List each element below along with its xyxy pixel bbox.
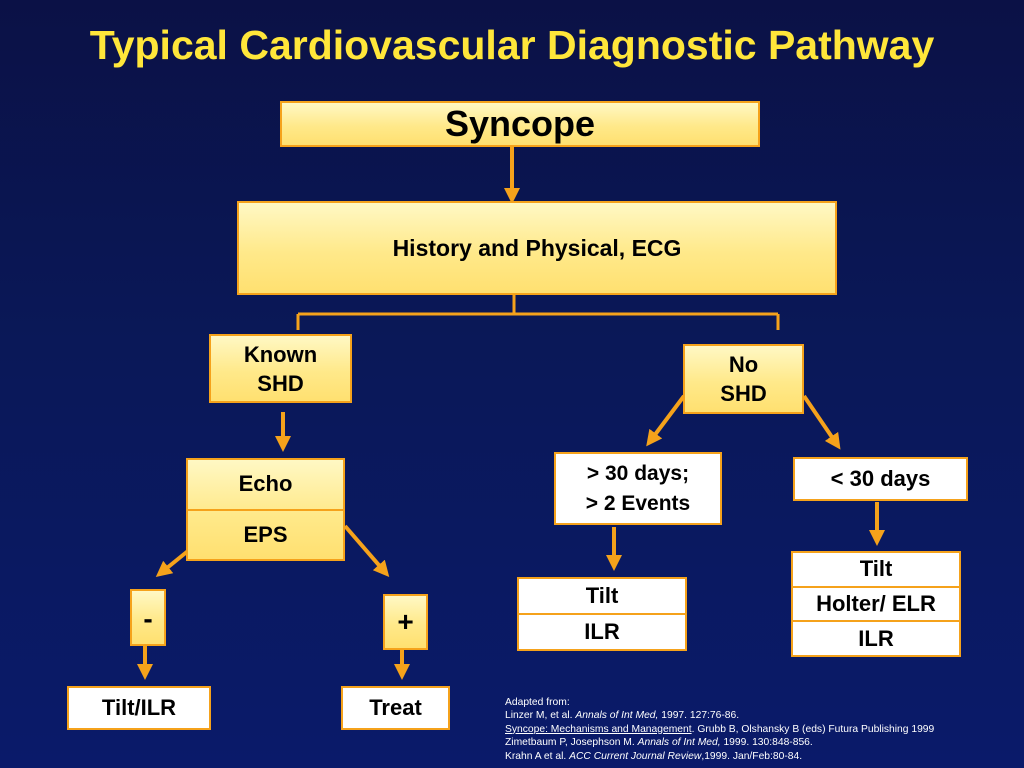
history-label: History and Physical, ECG: [392, 234, 682, 261]
page-title: Typical Cardiovascular Diagnostic Pathwa…: [89, 22, 935, 68]
plus-label: +: [397, 606, 414, 637]
over-30-days-box: > 30 days; > 2 Events: [554, 452, 722, 525]
tilt-ilr-label: Tilt/ILR: [101, 695, 177, 720]
ilr-label-b: ILR: [793, 620, 959, 655]
no-shd-box: No SHD: [683, 344, 804, 414]
under-30-days-label: < 30 days: [830, 466, 931, 491]
tilt-ilr-box: Tilt/ILR: [67, 686, 211, 730]
ref1-authors: Linzer M, et al.: [505, 710, 576, 722]
syncope-label: Syncope: [444, 103, 596, 144]
ref3-details: 1999. 130:848-856.: [720, 737, 813, 749]
ref2-details: . Grubb B, Olshansky B (eds) Futura Publ…: [691, 723, 935, 735]
minus-label: -: [143, 603, 153, 634]
ref3-journal: Annals of Int Med,: [637, 737, 721, 749]
history-box: History and Physical, ECG: [237, 201, 837, 295]
reference-1: Linzer M, et al. Annals of Int Med, 1997…: [505, 709, 1005, 722]
reference-2: Syncope: Mechanisms and Management. Grub…: [505, 723, 1005, 736]
references-heading: Adapted from:: [505, 697, 570, 708]
plus-box: +: [383, 594, 428, 650]
echo-label: Echo: [238, 471, 293, 497]
ref1-journal: Annals of Int Med,: [575, 710, 659, 722]
ref3-authors: Zimetbaum P, Josephson M.: [505, 737, 638, 749]
tilt-ilr-stack: Tilt ILR: [517, 577, 687, 651]
reference-3: Zimetbaum P, Josephson M. Annals of Int …: [505, 736, 1005, 749]
ilr-label-a: ILR: [519, 613, 685, 649]
echo-eps-box: Echo EPS: [186, 458, 345, 561]
no-shd-label: No SHD: [720, 352, 767, 406]
eps-label: EPS: [188, 508, 343, 560]
ref1-details: 1997. 127:76-86.: [658, 710, 740, 722]
tilt-label-a: Tilt: [585, 583, 619, 608]
ref4-authors: Krahn A et al.: [505, 750, 570, 762]
syncope-box: Syncope: [280, 101, 760, 147]
tilt-label-b: Tilt: [859, 556, 893, 582]
references: Adapted from: Linzer M, et al. Annals of…: [505, 696, 1005, 763]
ref4-journal: ACC Current Journal Review: [569, 750, 702, 762]
reference-4: Krahn A et al. ACC Current Journal Revie…: [505, 750, 1005, 763]
known-shd-box: Known SHD: [209, 334, 352, 403]
ref4-details: ,1999. Jan/Feb:80-84.: [701, 750, 803, 762]
ref2-title: Syncope: Mechanisms and Management: [505, 723, 692, 735]
holter-elr-label: Holter/ ELR: [793, 585, 959, 621]
arrow-noshd-under30: [802, 394, 841, 450]
treat-box: Treat: [341, 686, 450, 730]
tilt-holter-ilr-stack: Tilt Holter/ ELR ILR: [791, 551, 961, 657]
arrow-echo-plus: [343, 524, 390, 578]
under-30-days-box: < 30 days: [793, 457, 968, 501]
over-30-days-label: > 30 days; > 2 Events: [585, 461, 691, 515]
known-shd-label: Known SHD: [243, 341, 318, 396]
arrow-noshd-over30: [646, 394, 686, 447]
treat-label: Treat: [369, 695, 422, 720]
minus-box: -: [130, 589, 166, 646]
